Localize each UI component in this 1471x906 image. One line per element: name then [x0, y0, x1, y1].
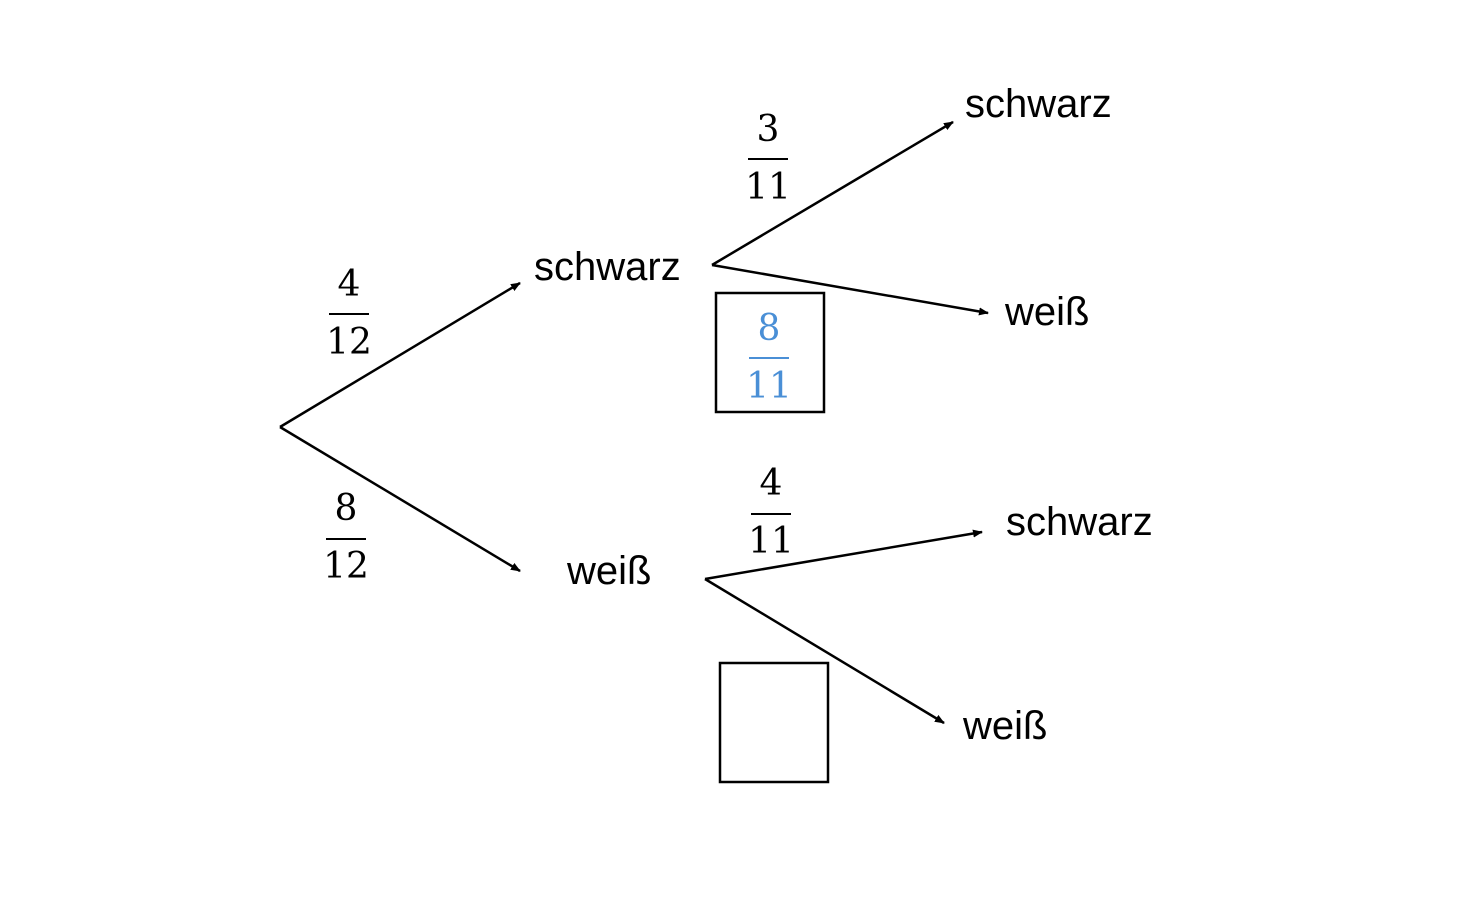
fraction-numerator: 8: [758, 308, 781, 349]
node-schwarz-weiss: weiß: [1004, 290, 1089, 334]
probability-root-weiss: 8 12: [323, 488, 369, 587]
node-weiss-weiss: weiß: [962, 704, 1047, 748]
edge-weiss-to-schwarz: [704, 529, 983, 581]
probability-weiss-schwarz: 4 11: [748, 463, 794, 562]
empty-answer-box[interactable]: [718, 661, 830, 784]
fraction-numerator: 3: [757, 109, 780, 150]
node-schwarz: schwarz: [534, 245, 681, 289]
fraction-denominator: 12: [323, 546, 369, 587]
edge-weiss-to-weiss: [704, 577, 945, 725]
fraction-denominator: 11: [748, 521, 794, 562]
edge-schwarz-to-weiss: [711, 263, 989, 316]
edge-root-to-schwarz: [279, 281, 521, 429]
node-schwarz-schwarz: schwarz: [965, 82, 1112, 126]
node-weiss-schwarz: schwarz: [1006, 500, 1153, 544]
fraction-numerator: 8: [335, 488, 358, 529]
probability-schwarz-schwarz: 3 11: [745, 109, 791, 208]
edge-root-to-weiss: [279, 425, 521, 573]
answer-box-schwarz-weiss: 8 11: [714, 291, 826, 414]
fraction-denominator: 11: [745, 167, 791, 208]
probability-root-schwarz: 4 12: [326, 264, 372, 363]
fraction-denominator: 12: [326, 322, 372, 363]
fraction-denominator: 11: [746, 366, 792, 407]
node-weiss: weiß: [566, 549, 651, 593]
edge-schwarz-to-schwarz: [711, 120, 954, 267]
fraction-numerator: 4: [760, 463, 783, 504]
fraction-numerator: 4: [338, 264, 361, 305]
answer-box: [714, 291, 826, 414]
answer-box-weiss-weiss[interactable]: [718, 661, 830, 784]
